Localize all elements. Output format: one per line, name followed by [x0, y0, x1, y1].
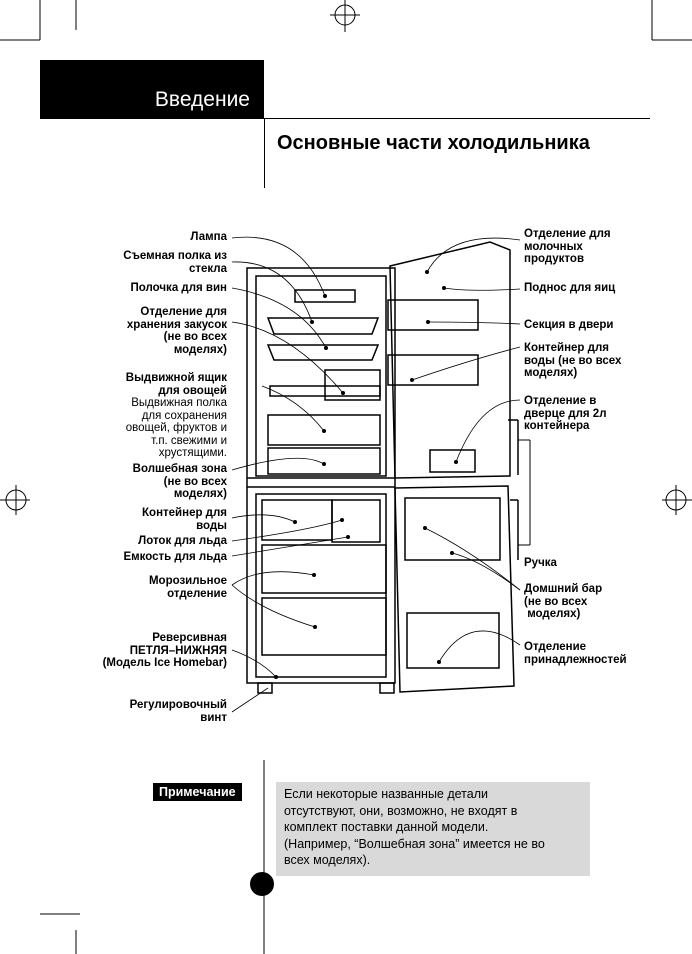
header-divider	[264, 118, 265, 188]
note-line: Если некоторые названные детали	[284, 787, 488, 801]
note-line: всех моделях).	[284, 853, 371, 867]
label-wine-shelf: Полочка для вин	[130, 282, 227, 294]
header-rule	[40, 118, 650, 119]
label-magic-zone: Волшебная зона (не во всех моделях)	[132, 463, 227, 500]
label-2l-compartment: Отделение в дверце для 2л контейнера	[524, 395, 607, 432]
label-freezer: Морозильное отделение	[148, 575, 227, 600]
note-line: комплект поставки данной модели.	[284, 820, 489, 834]
label-dairy-compartment: Отделение для молочных продуктов	[524, 228, 611, 265]
label-reversible-hinge: Реверсивная ПЕТЛЯ–НИЖНЯЯ (Модель Ice Hom…	[102, 632, 227, 669]
label-snack-compartment: Отделение для хранения закусок (не во вс…	[126, 306, 227, 356]
label-ice-tray: Лоток для льда	[138, 535, 227, 547]
label-lamp: Лампа	[190, 231, 227, 243]
label-door-section: Секция в двери	[524, 319, 614, 331]
label-ice-bin: Емкость для льда	[123, 551, 227, 563]
label-home-bar: Домшний бар (не во всех моделях)	[524, 583, 603, 620]
note-box: Если некоторые названные детали отсутств…	[276, 782, 590, 876]
label-vegetable-drawer: Выдвижной ящик для овощей Выдвижная полк…	[125, 372, 227, 459]
label-leveling-screw: Регулировочный винт	[129, 699, 227, 724]
page-marker-dot	[250, 872, 274, 896]
label-door-water-container: Контейнер для воды (не во всех моделях)	[524, 342, 622, 379]
fridge-body	[246, 241, 519, 694]
label-water-container: Контейнер для воды	[142, 507, 227, 532]
leader-lines	[231, 236, 521, 713]
label-glass-shelf: Съемная полка из стекла	[123, 250, 227, 275]
note-label: Примечание	[153, 783, 242, 801]
section-header-band	[40, 60, 264, 118]
note-line: отсутствуют, они, возможно, не входят в	[284, 803, 518, 818]
handle-bracket	[518, 439, 531, 546]
section-title: Введение	[154, 88, 250, 111]
page-title: Основные части холодильника	[277, 132, 590, 154]
note-line: (Например, “Волшебная зона” имеется не в…	[284, 836, 545, 851]
label-egg-tray: Поднос для яиц	[524, 282, 616, 294]
label-handle: Ручка	[524, 557, 557, 569]
leader-dots	[274, 270, 458, 679]
label-accessories-compartment: Отделение принадлежностей	[524, 641, 627, 666]
